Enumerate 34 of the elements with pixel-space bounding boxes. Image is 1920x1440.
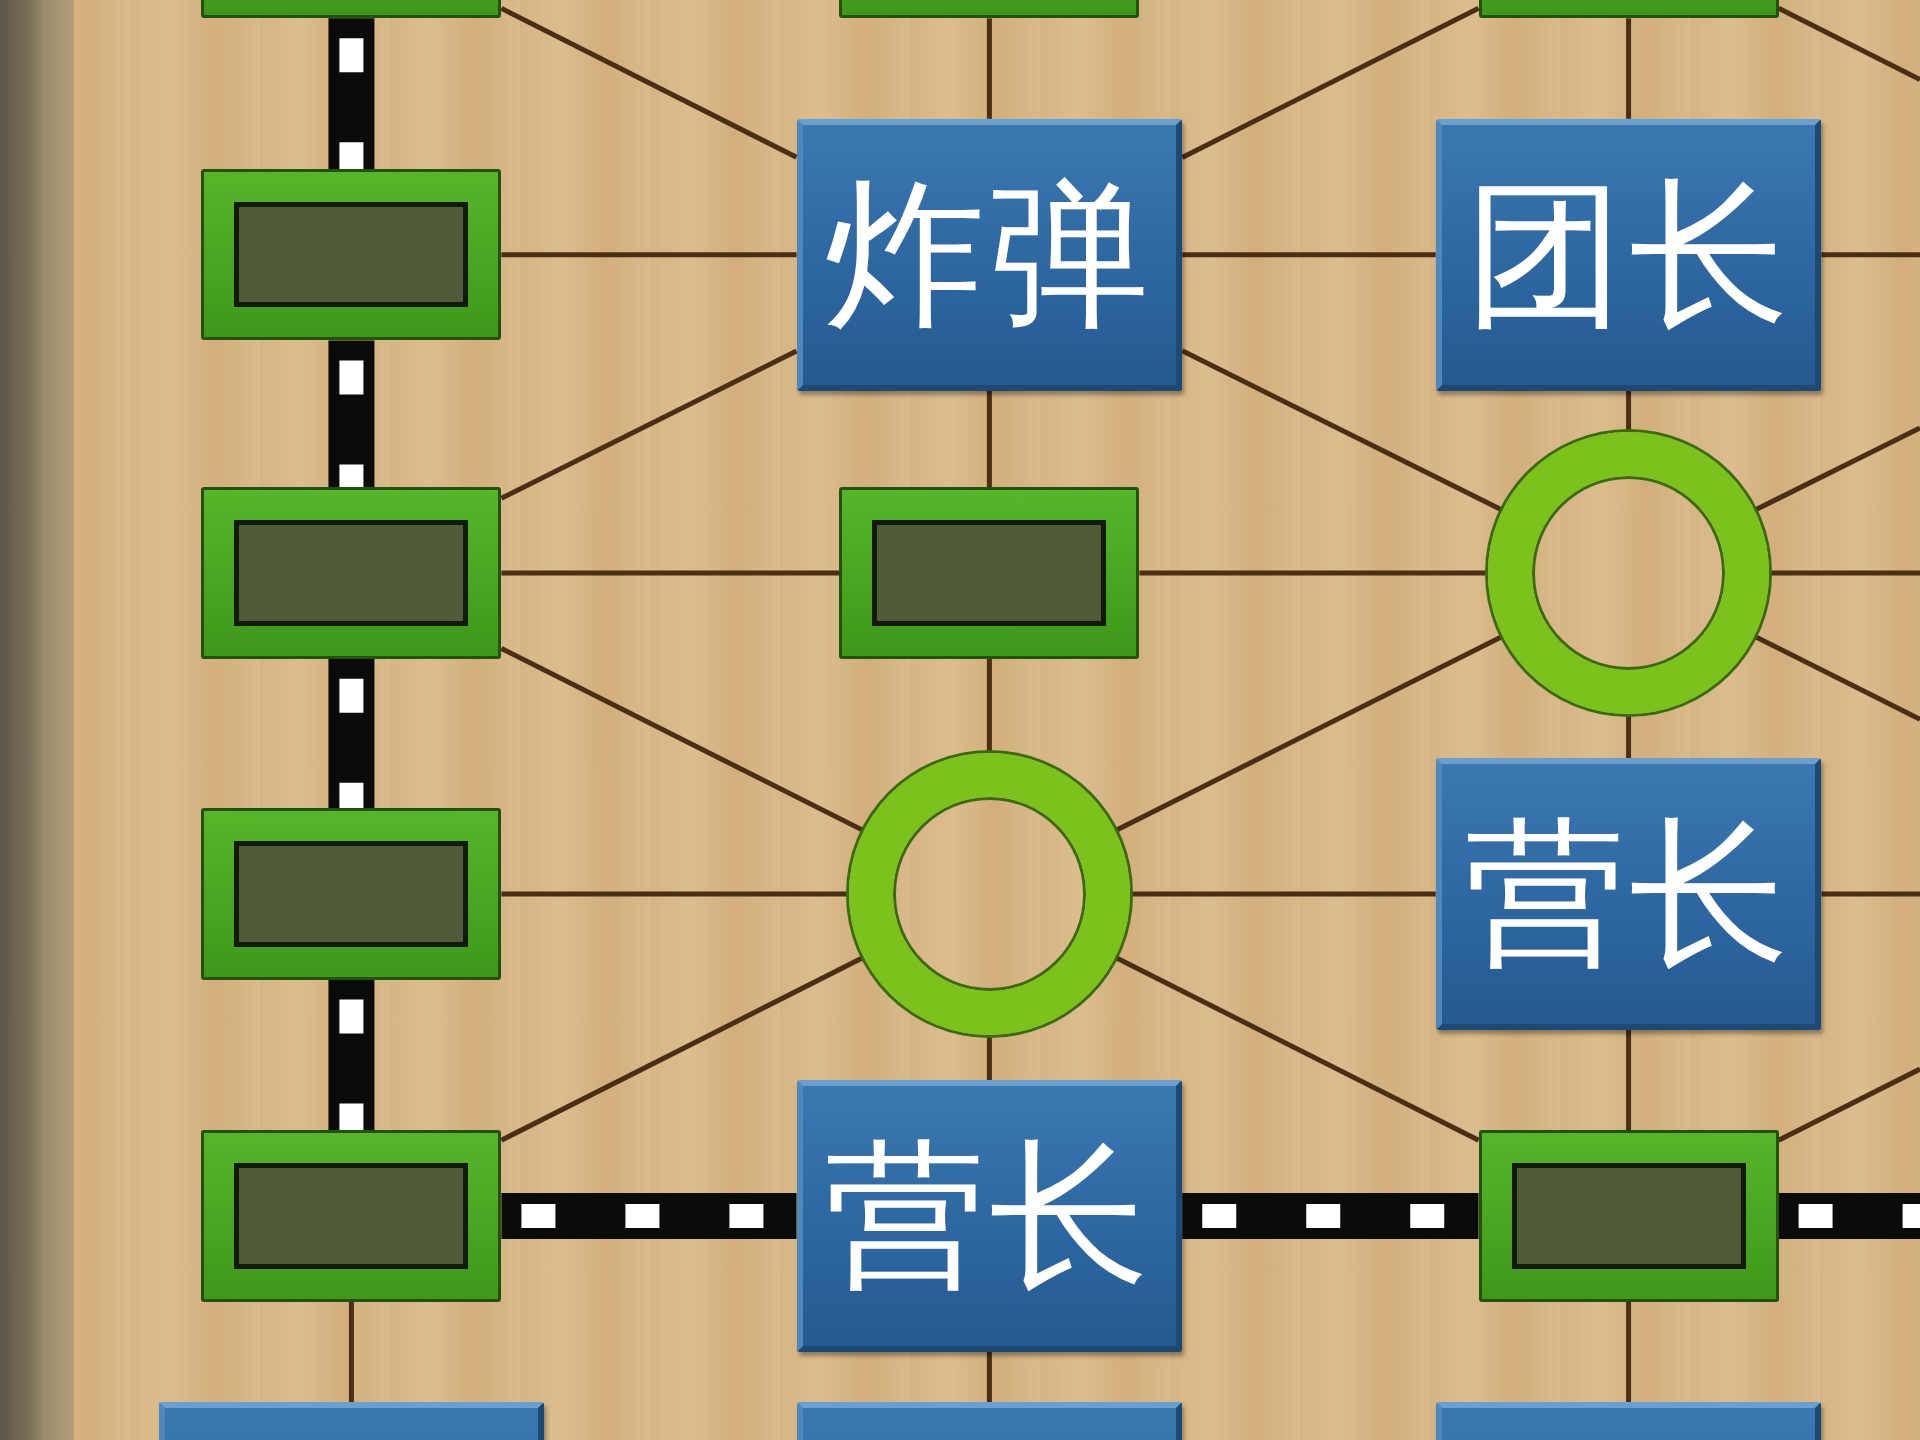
board-line (1139, 570, 1488, 576)
board-line (1769, 570, 1920, 576)
board-line (1181, 6, 1480, 160)
station-post (201, 808, 502, 980)
game-piece: 营长 (1435, 757, 1822, 1030)
board-line (986, 1351, 992, 1403)
board-line (501, 570, 840, 576)
board-line (500, 348, 798, 501)
board-line (1777, 6, 1920, 82)
station-post (201, 487, 502, 659)
board-line (1182, 252, 1436, 258)
game-piece: 团长 (1435, 118, 1822, 391)
board-line (986, 390, 992, 488)
camp-circle (1487, 432, 1770, 714)
board-line (500, 6, 798, 160)
camp-circle (848, 753, 1131, 1035)
board-line (1130, 891, 1436, 897)
game-piece: 炸弹 (796, 118, 1183, 391)
game-piece: 营长 (796, 1080, 1183, 1352)
board-line (1626, 1301, 1632, 1403)
board-line (501, 891, 849, 897)
board-line (348, 1301, 354, 1403)
board-line (501, 252, 797, 258)
station-post (1478, 1130, 1779, 1302)
station-post (201, 1130, 502, 1302)
board-line (1626, 1029, 1632, 1131)
board-line (1181, 348, 1504, 513)
board-line (986, 18, 992, 119)
board-line (1821, 891, 1920, 897)
board-line (1777, 1066, 1920, 1143)
board-line (1821, 252, 1920, 258)
station-post (201, 168, 502, 341)
station-post (839, 487, 1140, 659)
board-line (1626, 18, 1632, 119)
